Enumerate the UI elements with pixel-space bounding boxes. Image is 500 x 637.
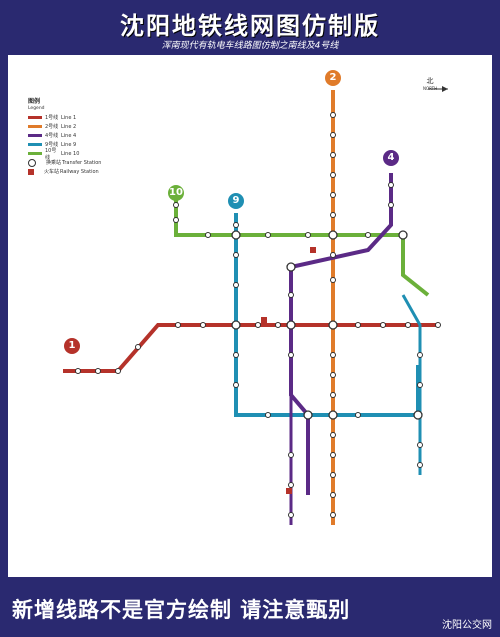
legend-cn: 9号线 <box>45 142 59 148</box>
legend-cn: 1号线 <box>45 115 59 121</box>
transfer-stations <box>231 230 423 420</box>
header: 沈阳地铁线网图仿制版 浑南现代有轨电车线路图仿制之南线及4号线 <box>0 0 500 52</box>
line-9-badge: 9 <box>228 193 244 209</box>
page-subtitle: 浑南现代有轨电车线路图仿制之南线及4号线 <box>161 41 339 51</box>
transfer-station-icon <box>28 158 36 167</box>
metro-map <box>63 86 448 525</box>
footer-warning: 新增线路不是官方绘制 请注意甄别 <box>12 598 351 622</box>
watermark: 沈阳公交网 <box>442 620 492 631</box>
legend-en: Line 1 <box>61 114 77 121</box>
compass-sub: NORTH <box>423 86 438 91</box>
compass-label: 北 <box>426 77 434 85</box>
stations <box>75 112 441 518</box>
map-area <box>8 55 492 577</box>
legend-en: Line 4 <box>61 132 77 139</box>
legend-swatch <box>28 125 42 128</box>
legend-item: 10号线 Line 10 <box>28 147 101 161</box>
legend-en: Transfer Station <box>62 159 102 166</box>
legend-item: 火车站 Railway Station <box>28 167 101 176</box>
railway-station-icon <box>28 168 34 175</box>
compass: 北 NORTH <box>423 76 437 91</box>
legend-en: Line 9 <box>61 141 77 148</box>
legend-item: 2号线 Line 2 <box>28 122 101 131</box>
line-10-badge: 10 <box>168 185 184 201</box>
legend-cn: 4号线 <box>45 133 59 139</box>
legend-cn: 换乘站 <box>46 160 62 166</box>
legend-cn: 火车站 <box>44 169 60 175</box>
legend-subtitle: Legend <box>28 106 45 111</box>
legend-swatch <box>28 152 42 155</box>
line-9-path <box>234 213 420 417</box>
line-1-path <box>63 323 438 373</box>
line-4-path <box>289 173 393 495</box>
legend-en: Line 2 <box>61 123 77 130</box>
footer: 新增线路不是官方绘制 请注意甄别 沈阳公交网 <box>0 580 500 637</box>
legend-swatch <box>28 143 42 146</box>
legend-en: Railway Station <box>60 168 99 175</box>
legend-en: Line 10 <box>61 150 80 157</box>
line-branch-path <box>401 294 422 475</box>
railway-stations <box>261 247 316 494</box>
line-2-badge: 2 <box>325 70 341 86</box>
legend: 图例 Legend 1号线 Line 1 2号线 Line 2 4号线 Line… <box>28 96 101 176</box>
legend-item: 1号线 Line 1 <box>28 113 101 122</box>
line-4-badge: 4 <box>383 150 399 166</box>
page-title: 沈阳地铁线网图仿制版 <box>120 11 380 40</box>
legend-cn: 10号线 <box>45 147 57 161</box>
legend-title: 图例 <box>28 98 41 105</box>
legend-item: 4号线 Line 4 <box>28 131 101 140</box>
legend-swatch <box>28 116 42 119</box>
compass-arrow-icon <box>428 86 448 92</box>
line-1-badge: 1 <box>64 338 80 354</box>
legend-swatch <box>28 134 42 137</box>
legend-item: 9号线 Line 9 <box>28 140 101 149</box>
legend-cn: 2号线 <box>45 124 59 130</box>
legend-item: 换乘站 Transfer Station <box>28 158 101 167</box>
